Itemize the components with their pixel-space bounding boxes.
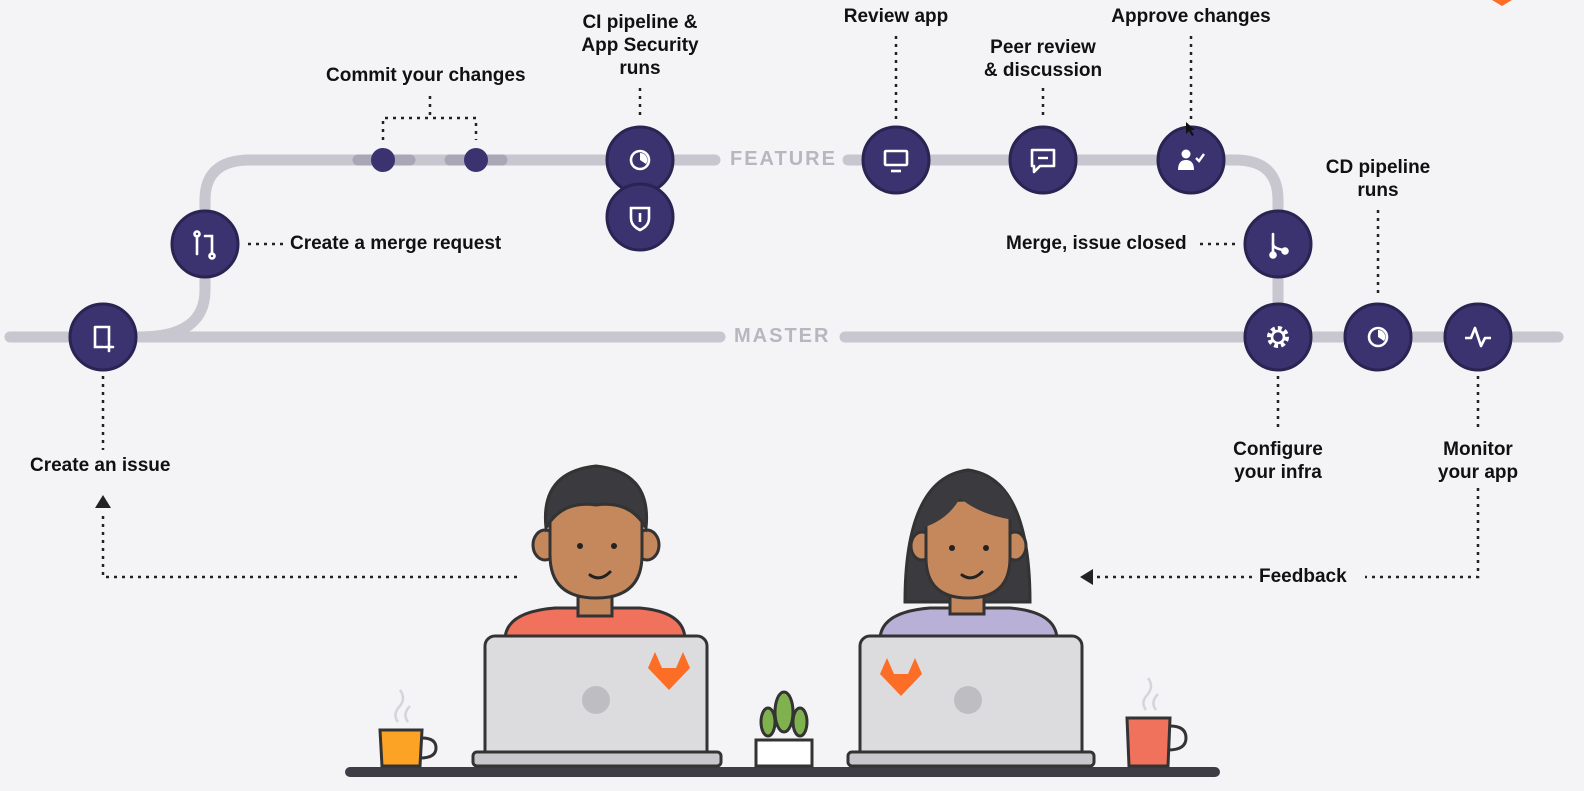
label-peer-review-line1: Peer review [990,37,1096,58]
laptop-left [471,634,723,768]
label-monitor-app: Monitor your app [1418,438,1538,484]
feature-track [134,154,1284,343]
arrow-left-head [1080,569,1093,585]
label-monitor-app-line2: your app [1437,462,1519,483]
shield-icon [629,206,651,232]
mouse-cursor [1186,122,1195,136]
comment-icon [1030,148,1056,174]
desk [345,767,1220,777]
laptop-right [846,634,1096,768]
label-merge-closed: Merge, issue closed [1006,233,1187,254]
label-peer-review-line2: & discussion [983,60,1103,81]
node-cd-pipeline[interactable] [1343,302,1413,372]
gitlab-logo [880,658,922,696]
node-peer-review[interactable] [1008,125,1078,195]
label-cd-pipeline-line1: CD pipeline [1325,157,1431,178]
label-cd-pipeline-line2: runs [1357,180,1399,201]
label-ci-pipeline: CI pipeline & App Security runs [560,11,720,80]
commit-node-2[interactable] [464,148,488,172]
gitlab-logo [648,652,690,690]
label-ci-pipeline-line3: runs [619,58,661,79]
plant [754,690,814,768]
dotted-connectors [101,36,1480,579]
node-app-security[interactable] [605,182,675,252]
label-feedback: Feedback [1259,566,1347,587]
label-configure-infra-line2: your infra [1234,462,1322,483]
node-configure-infra[interactable] [1243,302,1313,372]
label-ci-pipeline-line1: CI pipeline & [582,12,698,33]
new-issue-icon [93,325,115,353]
person-left [503,464,687,642]
node-review-app[interactable] [861,125,931,195]
logo-fragment [1492,0,1512,6]
mug-left [378,689,438,768]
activity-icon [1465,326,1491,348]
approval-icon [1178,149,1205,170]
feature-branch-label: FEATURE [730,148,837,170]
label-create-issue: Create an issue [30,455,171,476]
label-configure-infra-line1: Configure [1233,439,1323,460]
merge-request-icon [193,230,216,260]
node-monitor-app[interactable] [1443,302,1513,372]
mug-right [1125,677,1188,768]
label-peer-review: Peer review & discussion [973,36,1113,82]
pipeline-icon [629,149,651,171]
person-right [878,468,1059,642]
monitor-icon [883,149,909,173]
label-configure-infra: Configure your infra [1213,438,1343,484]
merge-icon [1269,232,1289,259]
label-ci-pipeline-line2: App Security [581,35,699,56]
arrow-up-head [95,495,111,508]
label-cd-pipeline: CD pipeline runs [1308,156,1448,202]
gear-icon [1267,326,1289,348]
node-approve[interactable] [1156,125,1226,195]
pipeline-icon [1367,326,1389,348]
commit-node-1[interactable] [371,148,395,172]
label-merge-request: Create a merge request [290,233,502,254]
label-monitor-app-line1: Monitor [1443,439,1513,460]
node-merge[interactable] [1243,209,1313,279]
label-review-app: Review app [843,6,949,27]
label-commit: Commit your changes [326,65,526,86]
node-merge-request[interactable] [170,209,240,279]
node-ci-pipeline[interactable] [605,125,675,195]
node-create-issue[interactable] [68,302,138,372]
label-approve: Approve changes [1111,6,1271,27]
master-branch-label: MASTER [734,325,831,347]
